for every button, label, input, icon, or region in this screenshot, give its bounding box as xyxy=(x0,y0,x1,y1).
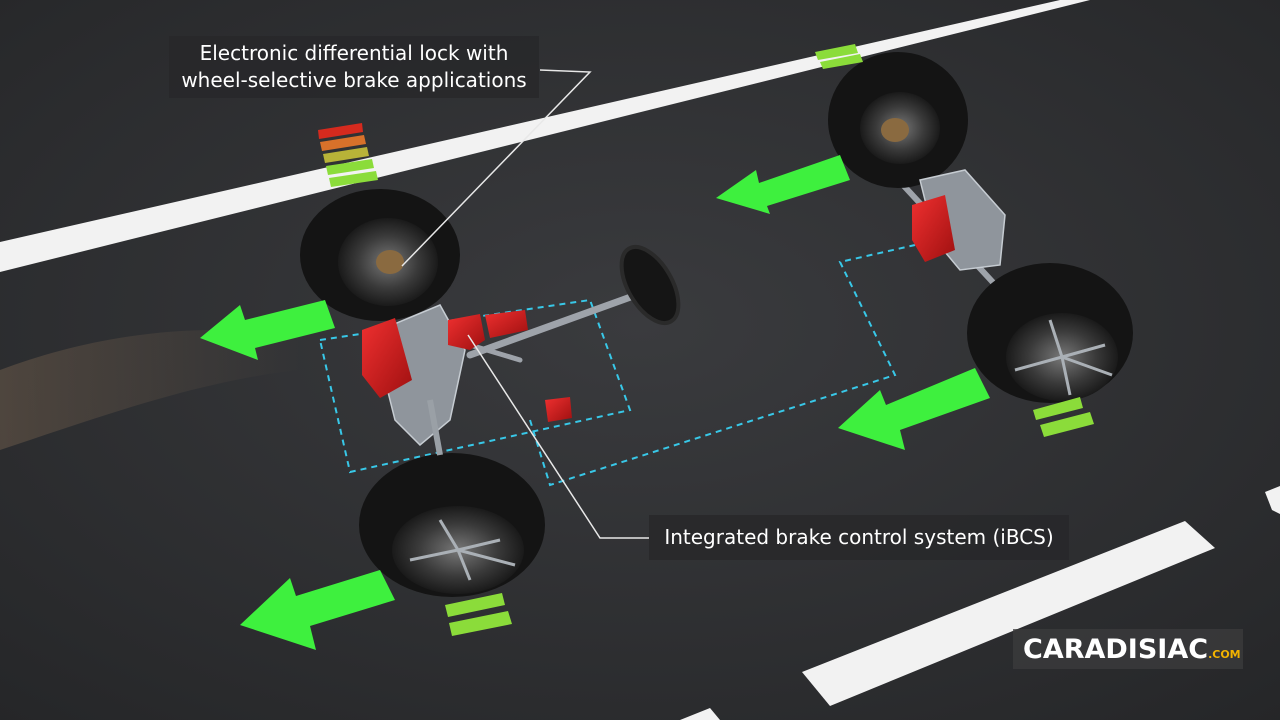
callout-line-edl xyxy=(401,69,592,267)
lane-marking-bottom xyxy=(802,521,1215,706)
brake-level-bar xyxy=(815,44,858,60)
brake-level-bar xyxy=(1040,412,1094,437)
green-arrow-left-icon xyxy=(240,570,395,650)
green-arrow-left-icon xyxy=(200,300,335,360)
brake-level-meter-icon xyxy=(318,123,378,187)
wheel-rear-left xyxy=(359,453,545,597)
green-arrow-left-icon xyxy=(716,155,850,214)
callout-line-ibcs xyxy=(467,334,649,539)
brake-control-unit xyxy=(545,397,572,422)
steering-wheel xyxy=(619,245,681,325)
brake-level-bar xyxy=(820,54,863,69)
lane-marking-edge xyxy=(1265,486,1280,514)
caradisiac-watermark: CARADISIAC.COM xyxy=(1013,629,1243,669)
rear-electric-motor xyxy=(912,169,1006,271)
watermark-tld: .COM xyxy=(1208,648,1241,661)
edl-caption: Electronic differential lock with wheel-… xyxy=(169,36,539,98)
ibcs-caption-text: Integrated brake control system (iBCS) xyxy=(664,525,1054,549)
wheel-front-right xyxy=(828,52,968,188)
wheel-front-left xyxy=(300,189,460,321)
tire-smoke xyxy=(0,329,300,450)
watermark-brand: CARADISIAC xyxy=(1023,634,1209,665)
front-electric-motor xyxy=(362,304,572,456)
ibcs-caption: Integrated brake control system (iBCS) xyxy=(649,515,1069,560)
brake-level-bar xyxy=(1033,397,1083,420)
edl-caption-line-2: wheel-selective brake applications xyxy=(181,68,527,92)
wheel-rear-right xyxy=(967,263,1133,403)
lane-marking-top xyxy=(0,0,1090,272)
brake-level-bar xyxy=(445,593,505,617)
green-arrow-left-icon xyxy=(838,368,990,450)
edl-caption-line-1: Electronic differential lock with xyxy=(199,41,509,65)
brake-level-bar xyxy=(449,611,512,636)
lane-marking-corner xyxy=(680,708,720,720)
